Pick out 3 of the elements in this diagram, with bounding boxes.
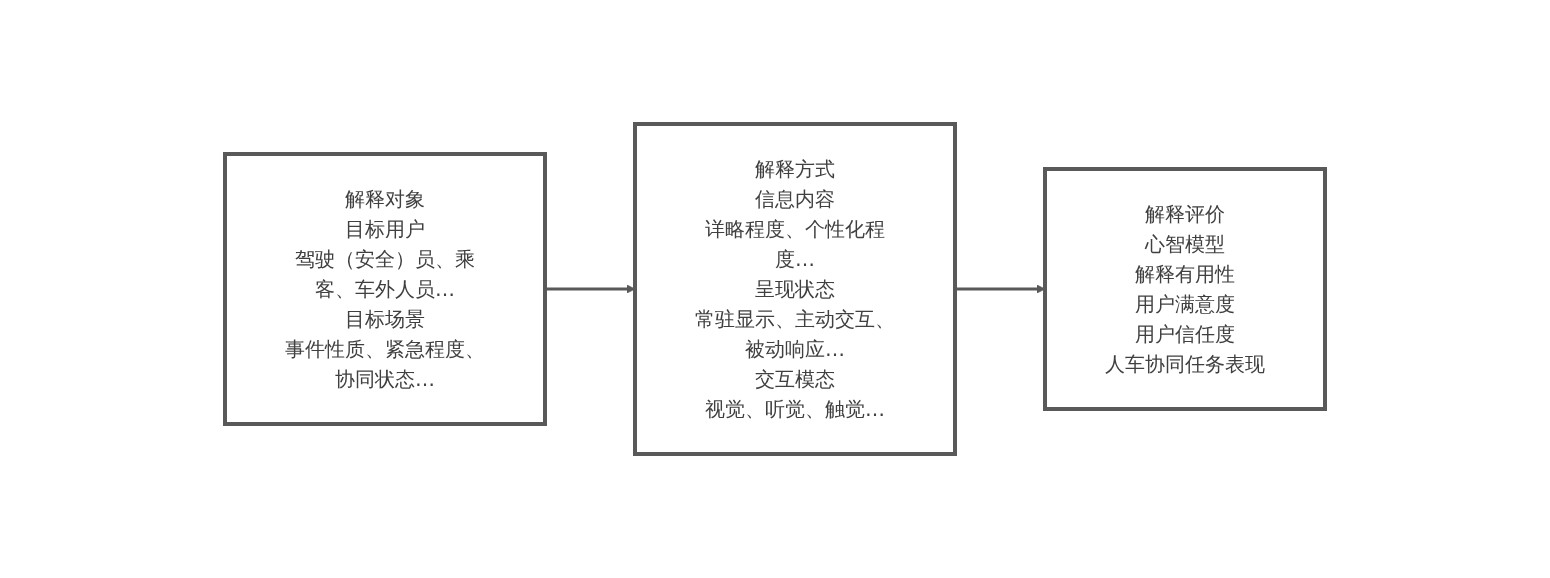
node-box: 解释评价 心智模型 解释有用性 用户满意度 用户信任度 人车协同任务表现 (1043, 167, 1327, 411)
node-box: 解释方式 信息内容 详略程度、个性化程度… 呈现状态 常驻显示、主动交互、被动响应… 交互模态 视觉、听觉、触觉… (633, 122, 957, 456)
node-box: 解释对象 目标用户 驾驶（安全）员、乘客、车外人员… 目标场景 事件性质、紧急程度、协同状态… (223, 152, 547, 426)
